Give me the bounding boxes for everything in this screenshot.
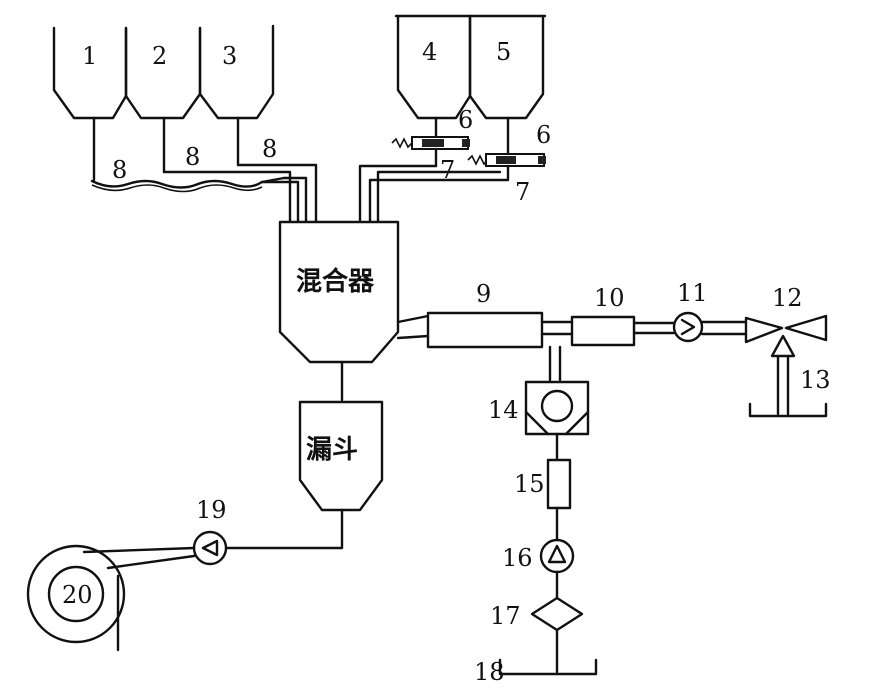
valve-6b-label: 6 — [536, 121, 551, 149]
pump-and-drum: 19 20 — [26, 496, 228, 652]
hopper-2-label: 2 — [152, 42, 167, 70]
process-line-main: 9 10 11 12 13 — [426, 279, 831, 418]
item-12-label: 12 — [772, 284, 803, 312]
drum-20-outer — [26, 544, 126, 644]
item-17-label: 17 — [490, 602, 521, 630]
screw-feeders-8: 8 8 8 — [90, 116, 318, 224]
pipes-to-mixer-right — [358, 164, 510, 224]
hopper-5 — [468, 14, 545, 120]
drum-20-inner — [47, 565, 105, 623]
valve-7a-label: 7 — [440, 156, 455, 184]
item-10-label: 10 — [594, 284, 625, 312]
item-19-label: 19 — [196, 496, 227, 524]
hopper-5-label: 5 — [496, 38, 511, 66]
tank-18 — [498, 658, 598, 676]
item-20-label: 20 — [62, 581, 93, 609]
mixer-label: 混合器 — [296, 266, 375, 297]
valve-7b-label: 7 — [515, 178, 530, 206]
hopper-3 — [198, 24, 275, 120]
filter-17 — [530, 596, 584, 632]
valve-6a-label: 6 — [458, 106, 473, 134]
component-10 — [570, 315, 636, 347]
item-18-label: 18 — [474, 658, 505, 686]
hopper-group-1-3: 1 2 3 — [52, 24, 275, 120]
item-15-label: 15 — [514, 470, 545, 498]
hopper-4 — [396, 14, 472, 120]
screw-conveyor — [90, 176, 286, 189]
feeder-8a-label: 8 — [112, 156, 127, 184]
feeder-8b-label: 8 — [185, 143, 200, 171]
pump-11 — [672, 311, 704, 343]
item-16-label: 16 — [502, 544, 533, 572]
pump-19 — [192, 530, 228, 566]
nozzle-12 — [744, 316, 784, 344]
component-15 — [546, 458, 572, 510]
funnel: 漏斗 — [224, 400, 384, 550]
valve-assembly-b: 6 7 — [467, 116, 551, 206]
item-11-label: 11 — [677, 279, 708, 307]
funnel-label: 漏斗 — [306, 435, 358, 465]
hopper-4-label: 4 — [422, 38, 437, 66]
process-line-branch: 14 15 16 17 18 — [474, 345, 598, 686]
component-9 — [426, 311, 544, 349]
hopper-3-label: 3 — [222, 42, 237, 70]
valve-assembly-a: 6 7 — [391, 106, 473, 184]
item-9-label: 9 — [476, 280, 491, 308]
hopper-group-4-5: 4 5 — [394, 14, 547, 120]
mixer: 混合器 — [278, 220, 430, 402]
feeder-8c-label: 8 — [262, 135, 277, 163]
item-13-label: 13 — [800, 366, 831, 394]
item-14-label: 14 — [488, 396, 519, 424]
hopper-1-label: 1 — [82, 42, 97, 70]
